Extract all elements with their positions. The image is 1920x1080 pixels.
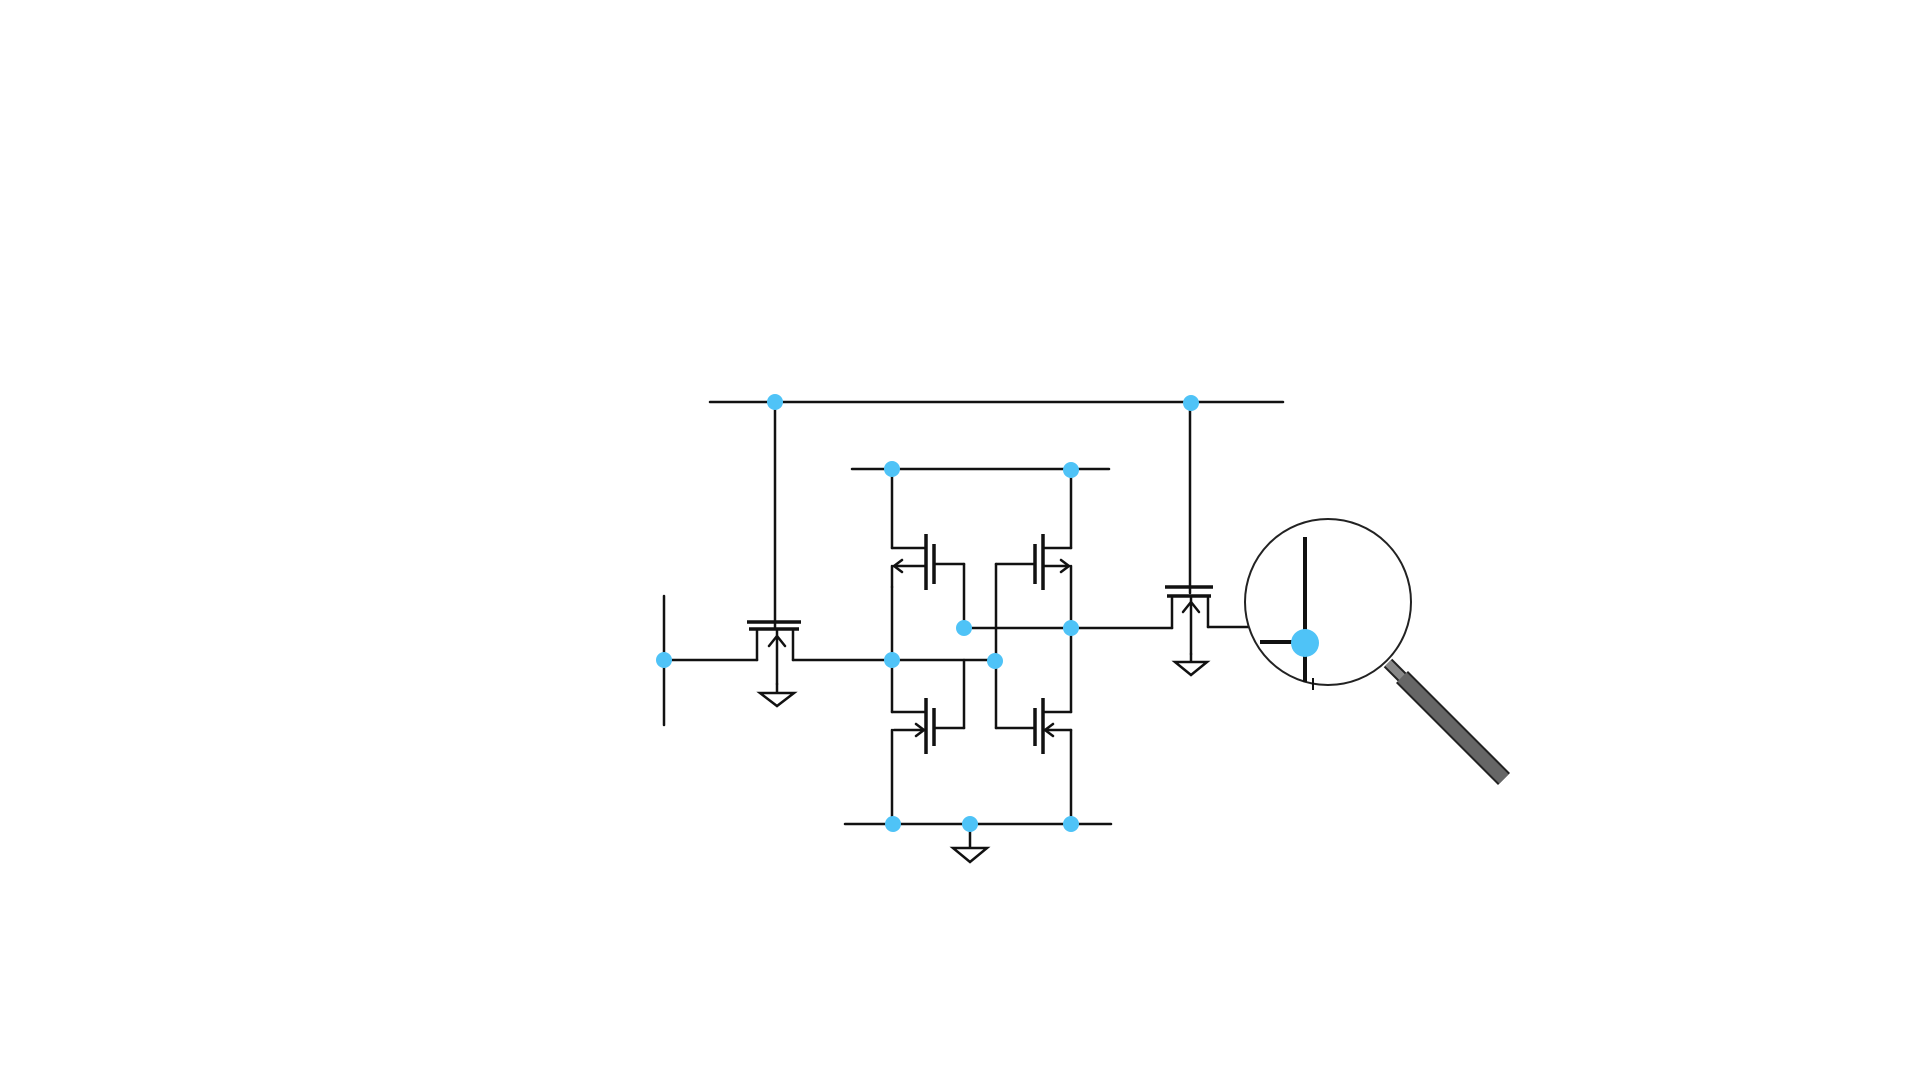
node-vdd-right[interactable]: [1063, 462, 1079, 478]
node-word-line-left[interactable]: [767, 394, 783, 410]
node-word-line-right[interactable]: [1183, 395, 1199, 411]
node-qbar-cross[interactable]: [956, 620, 972, 636]
magnifier-icon[interactable]: [1244, 518, 1511, 786]
junction-nodes: [656, 394, 1199, 832]
left-pmos-transistor: [890, 467, 966, 714]
node-bit-line[interactable]: [656, 652, 672, 668]
ground-icon: [1171, 652, 1211, 677]
node-qbar[interactable]: [1063, 620, 1079, 636]
right-pmos-transistor: [994, 467, 1073, 714]
node-gnd-left[interactable]: [885, 816, 901, 832]
left-nmos-transistor: [890, 658, 966, 826]
right-access-transistor: [1069, 400, 1252, 656]
right-nmos-transistor: [994, 658, 1073, 826]
node-q-cross[interactable]: [987, 653, 1003, 669]
left-access-transistor: [662, 400, 894, 686]
node-vdd-left[interactable]: [884, 461, 900, 477]
ground-icon: [756, 682, 798, 708]
node-gnd-mid[interactable]: [962, 816, 978, 832]
magnified-node: [1291, 629, 1319, 657]
node-gnd-right[interactable]: [1063, 816, 1079, 832]
node-q[interactable]: [884, 652, 900, 668]
cross-coupling-wires: [890, 626, 1073, 662]
